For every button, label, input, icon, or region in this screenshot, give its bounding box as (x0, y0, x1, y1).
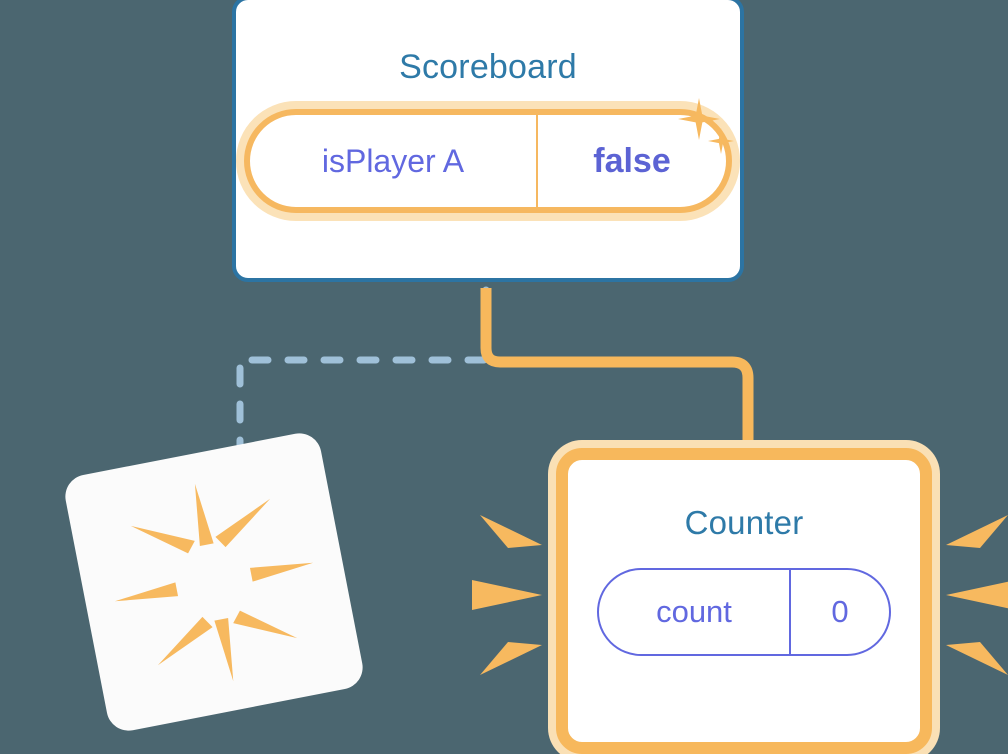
scoreboard-card[interactable]: Scoreboard isPlayer A false (232, 0, 744, 282)
scoreboard-state-pill[interactable]: isPlayer A false (244, 109, 732, 213)
counter-state-key: count (656, 594, 732, 629)
burst-ray (946, 642, 1008, 675)
burst-card[interactable] (61, 429, 367, 735)
scoreboard-state-key: isPlayer A (321, 142, 465, 179)
burst-ray (946, 581, 1008, 609)
pill-divider (789, 570, 791, 654)
counter-state-value: 0 (831, 594, 849, 629)
pill-divider (536, 115, 538, 207)
scoreboard-state-value: false (593, 141, 671, 180)
counter-rays-right-icon (946, 515, 1008, 675)
counter-title: Counter (684, 504, 804, 541)
counter-state-pill[interactable]: count 0 (597, 568, 891, 656)
burst-ray (480, 642, 542, 675)
counter-card[interactable]: Counter count 0 (556, 448, 932, 754)
burst-ray (472, 580, 542, 610)
counter-rays-left-icon (472, 515, 542, 675)
burst-ray (480, 515, 542, 548)
connector-scoreboard-to-counter (480, 288, 754, 452)
scoreboard-title: Scoreboard (399, 48, 577, 86)
burst-ray (946, 515, 1008, 548)
